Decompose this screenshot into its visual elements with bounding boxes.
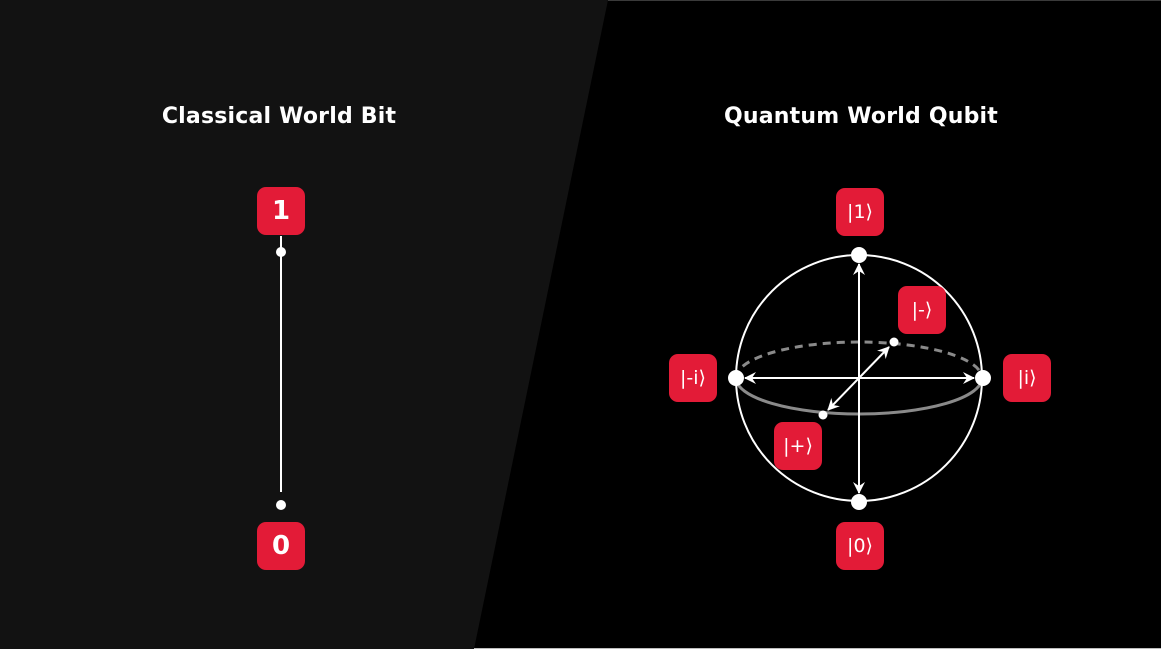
front-dot bbox=[818, 410, 828, 420]
back-dot bbox=[889, 337, 899, 347]
classical-bit-line bbox=[276, 236, 286, 510]
classical-state-0-badge: 0 bbox=[257, 522, 305, 570]
ket-1-badge: |1⟩ bbox=[836, 188, 884, 236]
axis-x-back bbox=[858, 346, 890, 379]
classical-title: Classical World Bit bbox=[161, 104, 397, 129]
state-0-dot bbox=[276, 500, 286, 510]
west-dot bbox=[728, 370, 744, 386]
south-pole-dot bbox=[851, 494, 867, 510]
quantum-title: Quantum World Qubit bbox=[724, 104, 998, 129]
east-dot bbox=[975, 370, 991, 386]
ket-plus-badge: |+⟩ bbox=[774, 422, 822, 470]
bloch-sphere bbox=[728, 247, 991, 510]
classical-state-1-badge: 1 bbox=[257, 187, 305, 235]
left-panel-background bbox=[0, 0, 608, 649]
axis-x-front bbox=[827, 377, 860, 411]
ket-0-badge: |0⟩ bbox=[836, 522, 884, 570]
ket-minus-badge: |-⟩ bbox=[898, 286, 946, 334]
ket-i-badge: |i⟩ bbox=[1003, 354, 1051, 402]
north-pole-dot bbox=[851, 247, 867, 263]
state-1-dot bbox=[276, 247, 286, 257]
ket-minus-i-badge: |-i⟩ bbox=[669, 354, 717, 402]
